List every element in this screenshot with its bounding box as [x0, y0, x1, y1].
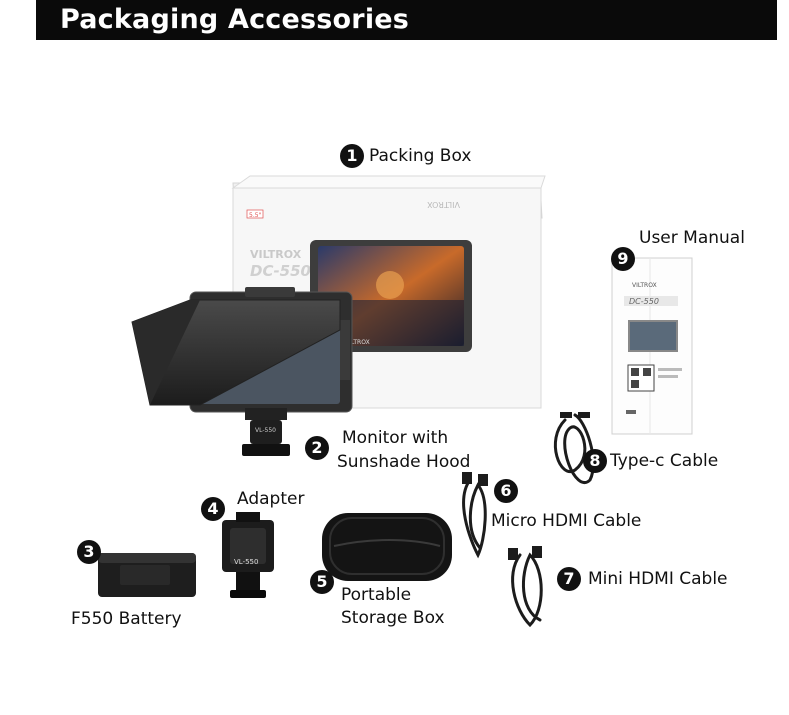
item-9-badge: 9: [611, 247, 635, 271]
header-bar: Packaging Accessories: [36, 0, 777, 40]
item-2-label-line1: Monitor with: [342, 428, 449, 448]
box-size-badge: 5.5": [249, 212, 262, 219]
item-3-badge: 3: [77, 540, 101, 564]
manual-brand-text: VILTROX: [632, 282, 657, 289]
item-5-label-line1: Portable: [341, 585, 412, 605]
box-model-text: DC-550: [250, 262, 311, 280]
type-c-cable: [554, 412, 595, 485]
monitor-with-hood: VL-550: [131, 287, 353, 456]
item-5-label-line2: Storage Box: [341, 608, 445, 628]
item-6-badge: 6: [494, 479, 518, 503]
box-screen-text: VILTROX: [345, 339, 370, 346]
f550-battery: [98, 553, 196, 597]
item-1-badge: 1: [340, 144, 364, 168]
monitor-mount-text: VL-550: [255, 427, 276, 434]
item-9-label: User Manual: [639, 228, 745, 248]
adapter-text: VL-550: [234, 558, 258, 566]
item-8-badge: 8: [583, 449, 607, 473]
item-1-label: Packing Box: [369, 146, 472, 166]
item-2-badge: 2: [305, 436, 329, 460]
adapter: VL-550: [222, 512, 274, 598]
box-brand-text: VILTROX: [250, 248, 302, 261]
item-8-label: Type-c Cable: [610, 451, 719, 471]
item-2-label-line2: Sunshade Hood: [337, 452, 471, 472]
box-side-text: VILTROX: [427, 200, 460, 209]
item-5-badge: 5: [310, 570, 334, 594]
item-4-label: Adapter: [237, 489, 305, 509]
micro-hdmi-cable: [462, 472, 488, 559]
user-manual: VILTROX DC-550: [611, 257, 693, 435]
page-title: Packaging Accessories: [60, 4, 410, 35]
item-3-label: F550 Battery: [71, 609, 182, 629]
packing-box: 5.5" VILTROX DC-550 VILTROX VILTROX: [231, 175, 546, 409]
portable-storage-box: [322, 513, 452, 581]
item-6-label: Micro HDMI Cable: [491, 511, 642, 531]
item-7-label: Mini HDMI Cable: [588, 569, 728, 589]
mini-hdmi-cable: [508, 546, 543, 628]
item-4-badge: 4: [201, 497, 225, 521]
item-7-badge: 7: [557, 567, 581, 591]
manual-model-text: DC-550: [629, 297, 659, 306]
